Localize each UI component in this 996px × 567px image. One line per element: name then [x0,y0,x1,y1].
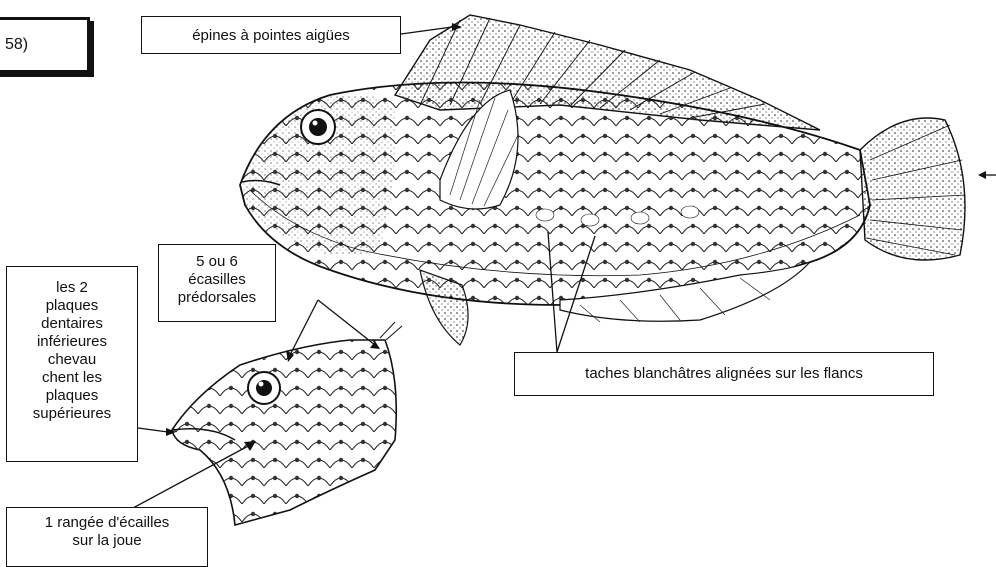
white-patches-label: taches blanchâtres alignées sur les flan… [514,352,934,396]
head-detail [172,340,396,525]
caudal-fin [860,118,965,260]
cheek-scales-label: 1 rangée d'écailles sur la joue [6,507,208,567]
figure-reference: 58) [0,17,90,73]
predorsal-scales-label: 5 ou 6 écasilles prédorsales [158,244,276,322]
dental-plates-label: les 2 plaques dentaires inférieures chev… [6,266,138,462]
spines-label: épines à pointes aigües [141,16,401,54]
